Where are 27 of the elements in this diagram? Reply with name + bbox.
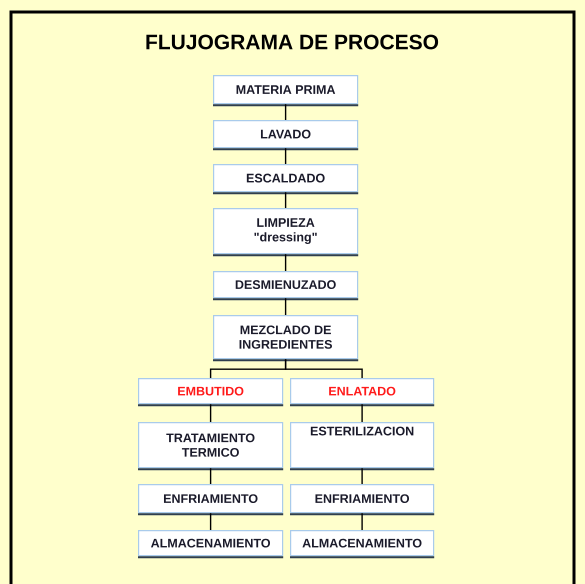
process-box: ENLATADO [290, 378, 434, 406]
process-box: ALMACENAMIENTO [138, 530, 284, 558]
process-box: MATERIA PRIMA [213, 75, 358, 106]
connector-line [361, 468, 363, 484]
process-box: ESTERILIZACION [290, 422, 434, 470]
connector-line [210, 404, 212, 422]
title: FLUJOGRAMA DE PROCESO [146, 34, 438, 50]
process-box: LAVADO [213, 120, 358, 150]
process-box: EMBUTIDO [138, 378, 284, 406]
process-box: ENFRIAMIENTO [290, 484, 434, 516]
connector-line [284, 298, 286, 315]
connector-line [284, 192, 286, 208]
connector-line [361, 513, 363, 530]
process-box: ENFRIAMIENTO [138, 484, 284, 516]
process-box: DESMIENUZADO [213, 271, 358, 300]
connector-line [284, 104, 286, 120]
process-box: ALMACENAMIENTO [290, 530, 434, 558]
process-box: TRATAMIENTO TERMICO [138, 422, 284, 470]
process-box: MEZCLADO DE INGREDIENTES [213, 315, 358, 362]
connector-line [284, 148, 286, 164]
connector-line [361, 404, 363, 422]
process-box: LIMPIEZA "dressing" [213, 208, 358, 256]
connector-line [284, 254, 286, 271]
connector-line [210, 513, 212, 530]
connector-line [284, 359, 363, 378]
process-box: ESCALDADO [213, 164, 358, 194]
connector-line [210, 468, 212, 484]
